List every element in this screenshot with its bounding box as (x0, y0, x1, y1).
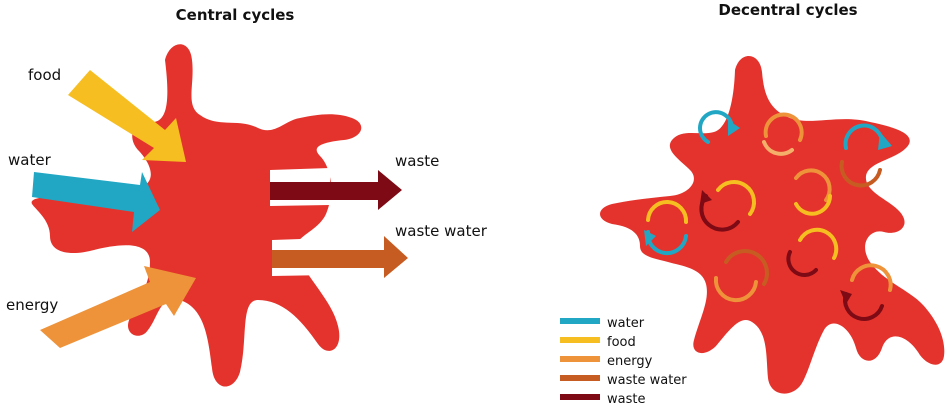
legend-label-energy: energy (607, 354, 653, 369)
water-label: water (8, 151, 52, 169)
cycle-energy-3 (794, 168, 832, 202)
cycle-energy-5 (850, 263, 893, 292)
cycle-water-3-head (644, 230, 656, 246)
central-city-blob (31, 44, 362, 387)
cycle-energy-1 (763, 112, 804, 142)
legend-label-waste-water: waste water (607, 373, 687, 388)
cycle-wastewater-2 (724, 249, 769, 286)
cycle-water-1-head (728, 120, 740, 136)
cycle-food-3 (646, 199, 689, 224)
waste-arrow (270, 170, 402, 210)
legend-swatch-food (560, 337, 600, 343)
cycle-wastewater-1 (839, 160, 882, 188)
decentral-cycles-title: Decentral cycles (718, 1, 857, 19)
cycle-food-4 (798, 227, 839, 260)
cycle-water-2-head (878, 132, 892, 150)
legend: water food energy waste water waste (560, 316, 687, 407)
energy-arrow (40, 266, 196, 348)
waste-water-arrow (272, 236, 408, 278)
legend-swatch-waste (560, 394, 600, 400)
legend-swatch-water (560, 318, 600, 324)
energy-label: energy (6, 296, 58, 314)
cycle-energy-2 (762, 140, 794, 156)
legend-swatch-energy (560, 356, 600, 362)
cycle-waste-2 (786, 250, 818, 277)
central-cycles-title: Central cycles (176, 6, 295, 24)
waste-water-label: waste water (395, 222, 488, 240)
decentral-city-blob (600, 55, 945, 394)
legend-label-water: water (607, 316, 645, 331)
water-arrow (32, 172, 160, 232)
waste-label: waste (395, 152, 439, 170)
cycle-waste-1-head (700, 190, 712, 204)
legend-swatch-waste-water (560, 375, 600, 381)
cycle-waste-3-head (840, 290, 852, 304)
food-arrow (68, 70, 186, 162)
cycle-water-1 (698, 110, 734, 144)
cycle-food-1 (716, 180, 756, 216)
legend-label-waste: waste (607, 392, 645, 407)
legend-label-food: food (607, 335, 636, 350)
cycle-water-2 (843, 123, 884, 150)
cycle-food-2 (794, 194, 832, 216)
cycle-waste-1 (699, 194, 740, 232)
decentral-cycles (644, 110, 893, 321)
food-label: food (28, 66, 61, 84)
cycle-energy-4 (713, 276, 758, 303)
